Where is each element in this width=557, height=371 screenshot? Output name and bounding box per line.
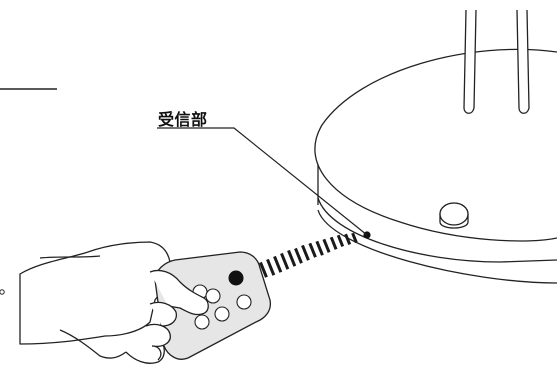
edge-dot [0, 289, 5, 295]
receiver-callout-line [157, 127, 368, 236]
remote-button [194, 314, 210, 330]
remote-power-button [228, 270, 244, 286]
hand-thumb-icon [145, 269, 209, 361]
receiver-label: 受信部 [158, 110, 208, 129]
remote-button [205, 288, 221, 304]
ir-signal-icon [259, 232, 358, 278]
remote-button [214, 306, 230, 322]
fan-base-icon [314, 9, 557, 284]
remote-button [236, 294, 252, 310]
